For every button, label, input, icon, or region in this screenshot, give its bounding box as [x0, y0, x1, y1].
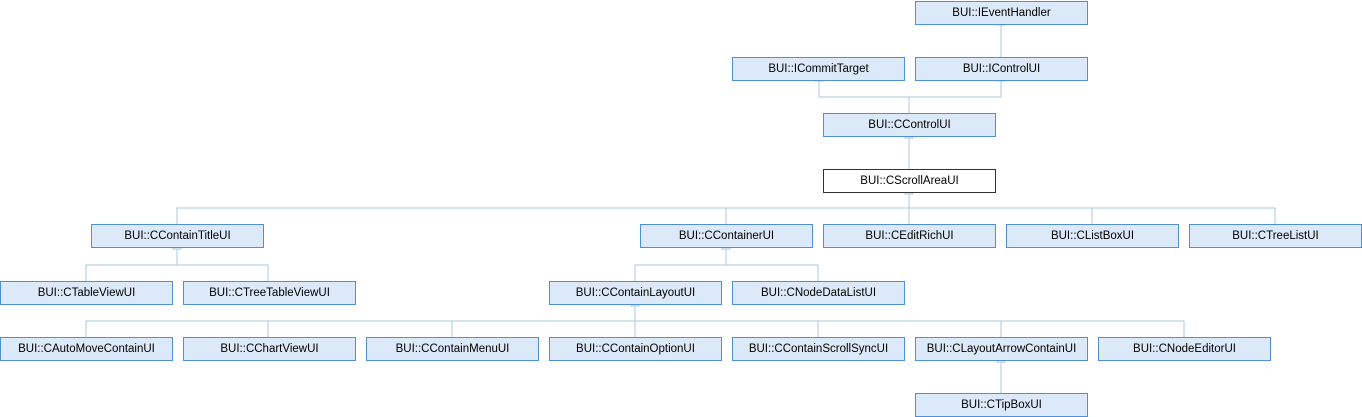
class-node-ctableviewui[interactable]: BUI::CTableViewUI — [0, 281, 173, 305]
class-node-ccontainlayoutui[interactable]: BUI::CContainLayoutUI — [549, 281, 722, 305]
class-node-ctipboxui[interactable]: BUI::CTipBoxUI — [915, 393, 1088, 417]
edge-children-ccontainerui — [634, 264, 819, 281]
class-node-ccontaintitleui[interactable]: BUI::CContainTitleUI — [91, 224, 264, 248]
edge-ccontrolui-icontrolui — [909, 81, 1001, 98]
class-node-ccontainoptionui[interactable]: BUI::CContainOptionUI — [549, 337, 722, 361]
edge-children-ccontainlayoutui — [85, 320, 1185, 337]
class-node-cnodedatalistui[interactable]: BUI::CNodeDataListUI — [732, 281, 905, 305]
class-node-ccontainmenuui[interactable]: BUI::CContainMenuUI — [366, 337, 539, 361]
class-node-cnodeeditorui[interactable]: BUI::CNodeEditorUI — [1098, 337, 1271, 361]
class-node-ceditrichui[interactable]: BUI::CEditRichUI — [823, 224, 996, 248]
class-node-ctreelistui[interactable]: BUI::CTreeListUI — [1189, 224, 1362, 248]
class-node-icommittarget[interactable]: BUI::ICommitTarget — [732, 57, 905, 81]
class-node-cchartviewui[interactable]: BUI::CChartViewUI — [183, 337, 356, 361]
class-node-icontrolui[interactable]: BUI::IControlUI — [915, 57, 1088, 81]
edge-ccontrolui-icommittarget — [819, 81, 910, 113]
edge-children-ccontaintitleui — [85, 264, 269, 281]
edge-children-cscrollareaui — [176, 207, 1276, 224]
class-node-clistboxui[interactable]: BUI::CListBoxUI — [1006, 224, 1179, 248]
class-node-ccontainerui[interactable]: BUI::CContainerUI — [640, 224, 813, 248]
class-node-cscrollareaui: BUI::CScrollAreaUI — [823, 169, 996, 193]
class-node-ccontrolui[interactable]: BUI::CControlUI — [823, 113, 996, 137]
class-node-ieventhandler[interactable]: BUI::IEventHandler — [915, 1, 1088, 25]
class-node-clayoutarrowcontainui[interactable]: BUI::CLayoutArrowContainUI — [915, 337, 1088, 361]
class-node-ctreetableviewui[interactable]: BUI::CTreeTableViewUI — [183, 281, 356, 305]
class-node-ccontainscrollsyncui[interactable]: BUI::CContainScrollSyncUI — [732, 337, 905, 361]
class-node-cautomovecontainui[interactable]: BUI::CAutoMoveContainUI — [0, 337, 173, 361]
